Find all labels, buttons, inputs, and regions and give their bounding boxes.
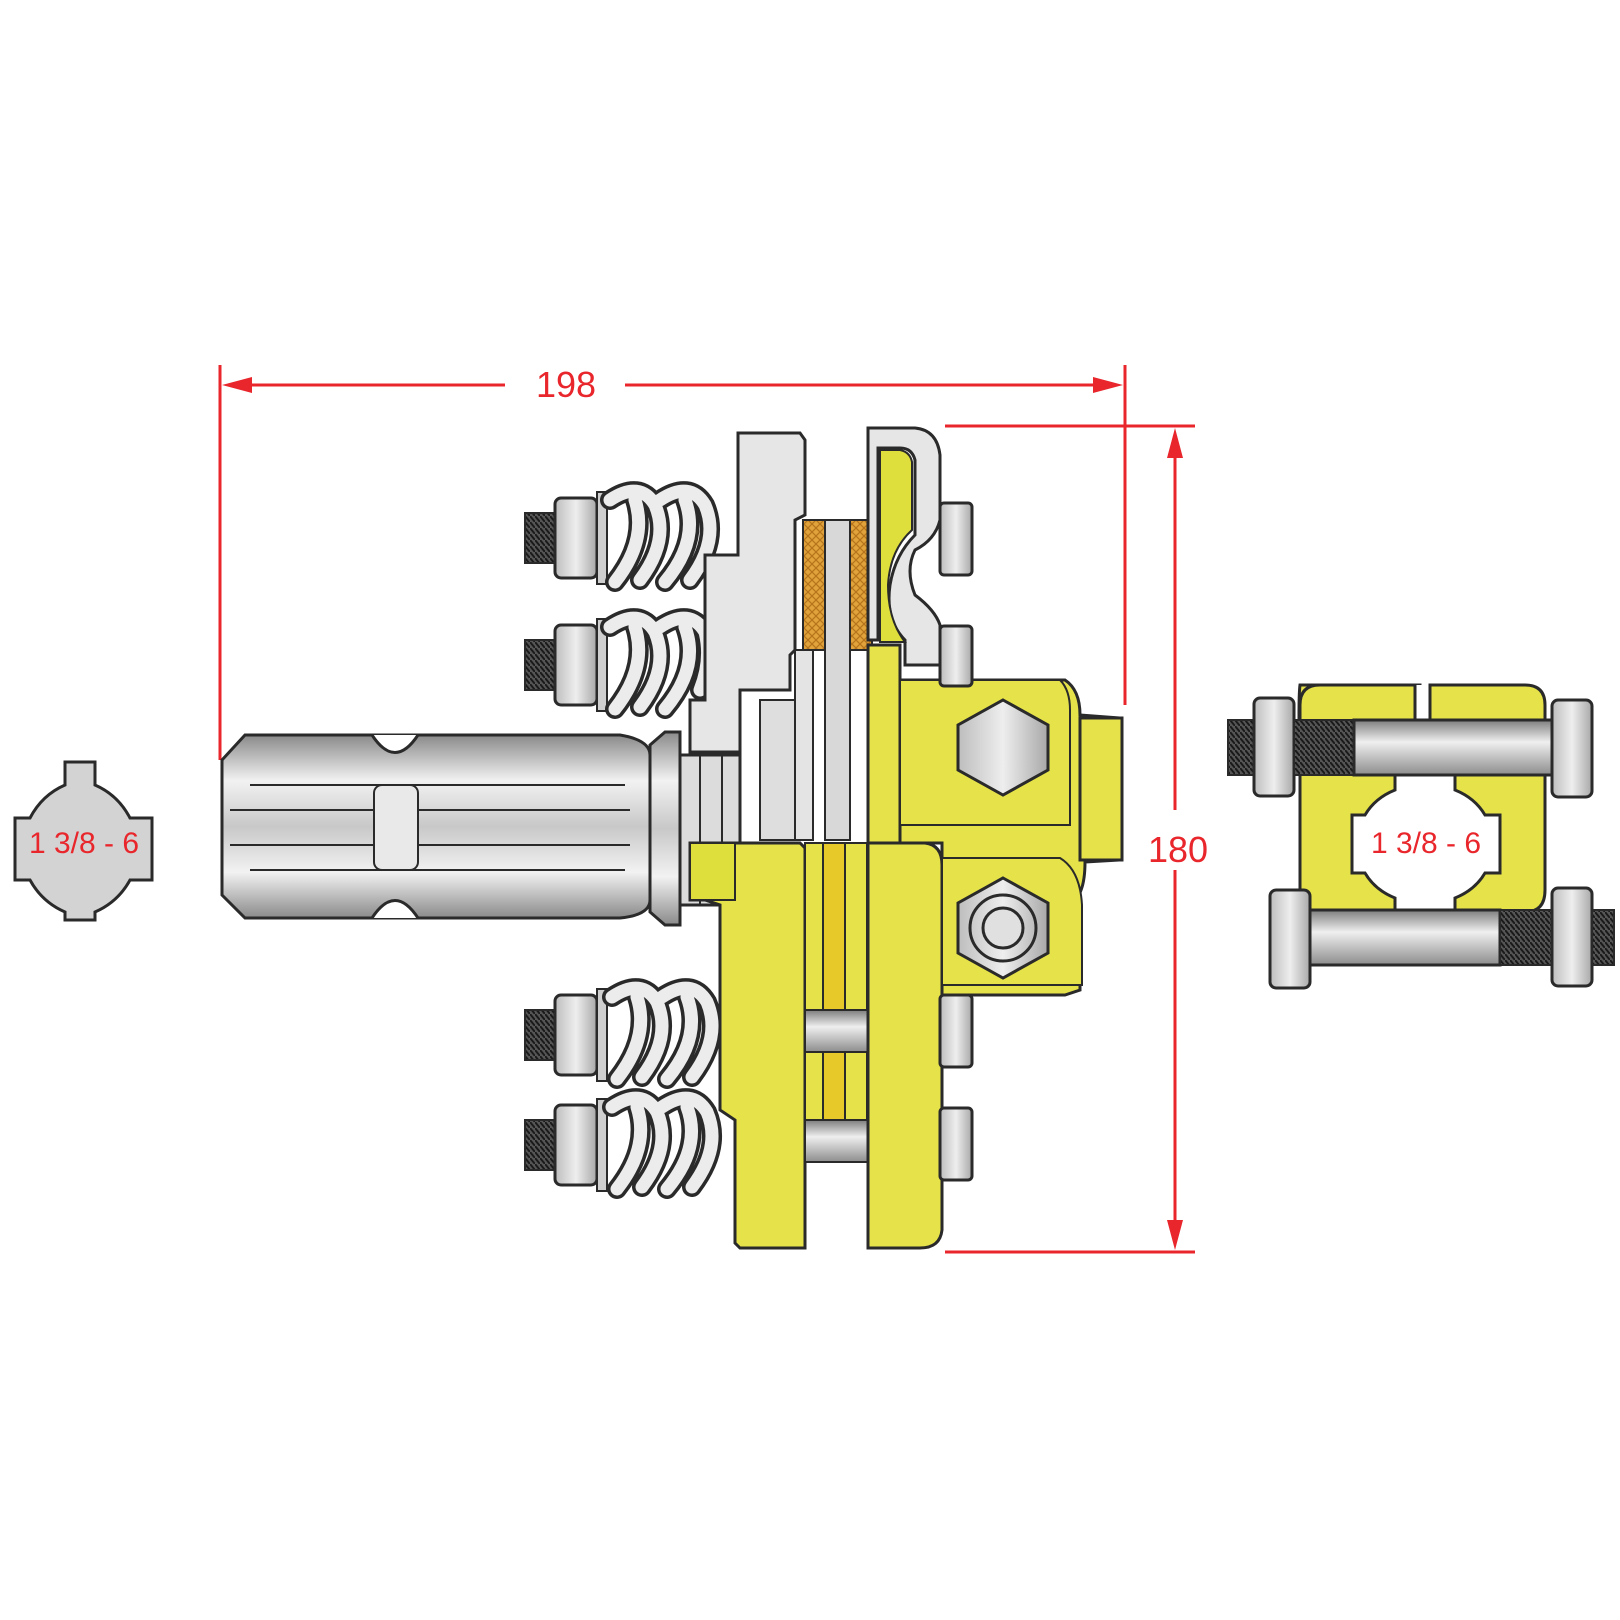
shaft-notch-top	[370, 734, 420, 754]
housing-bolt-1	[938, 501, 974, 577]
housing-bolt-3	[938, 993, 974, 1069]
width-label: 198	[536, 364, 596, 405]
height-arrow-bottom	[1167, 1220, 1183, 1250]
height-arrow-top	[1167, 428, 1183, 458]
spring-1-nut	[553, 496, 599, 580]
spring-assembly	[524, 481, 722, 1199]
width-arrow-left	[222, 377, 252, 393]
spring-1-washer	[596, 491, 608, 585]
housing-lower-flange	[866, 841, 944, 1250]
spring-3-coil-hi	[605, 981, 719, 1086]
clutch-housing	[866, 426, 1124, 1250]
spring-2-bolt-thread	[524, 639, 556, 691]
spring-3-bolt-thread	[524, 1009, 556, 1061]
yoke-end-upper-bolt-shank	[1352, 718, 1556, 777]
yoke-end-lower-bolt-head	[1268, 888, 1312, 990]
clutch-pack-lower	[804, 842, 871, 1163]
spring-2	[524, 608, 718, 719]
yoke-end-lower-bolt-thread-exposed	[1591, 909, 1615, 966]
spring-2-nut	[553, 623, 599, 707]
shaft-notch-bottom	[370, 899, 420, 919]
housing-top-yellow	[879, 449, 913, 643]
inner-ring-upper	[794, 649, 814, 841]
height-dimension: 180	[945, 424, 1208, 1254]
spring-4-bolt-thread	[524, 1119, 556, 1171]
width-dimension: 198	[218, 364, 1127, 760]
yoke-clamp-nut-ring	[968, 893, 1038, 963]
spring-4-coil-hi	[605, 1091, 719, 1196]
housing-bolt-4	[938, 1106, 974, 1182]
housing-bolts	[938, 501, 974, 1182]
housing-bolt-2	[938, 624, 974, 688]
inner-ring-upper-2	[759, 699, 796, 841]
spring-1	[524, 481, 720, 592]
spring-4	[524, 1088, 722, 1199]
shaft-body	[220, 733, 652, 920]
yoke-end-upper-bolt-thread-exposed	[1227, 719, 1256, 776]
yoke-end-upper-nut	[1252, 696, 1296, 798]
pressure-plate-upper-shape	[688, 431, 807, 754]
yoke-end-lower-bolt-shank	[1308, 908, 1502, 967]
spline-profile: 1 3/8 - 6	[13, 760, 154, 922]
spring-2-washer	[596, 618, 608, 712]
yoke-end-upper-bolt-thread	[1293, 719, 1355, 776]
friction-disc-1	[802, 519, 826, 651]
yoke-end-lower-bolt-thread	[1499, 909, 1553, 966]
yoke-end-lower-nut	[1550, 886, 1594, 988]
splined-shaft	[220, 730, 742, 927]
yoke-end-upper-bolt-head	[1550, 698, 1594, 799]
spring-4-nut	[553, 1103, 599, 1187]
lower-plate-3	[844, 842, 868, 1124]
spring-4-washer	[596, 1098, 608, 1192]
yoke-end-view: 1 3/8 - 6	[1227, 683, 1615, 990]
spring-1-bolt-thread	[524, 512, 556, 564]
yoke-clamp-bolt-end	[981, 906, 1025, 950]
clutch-plate-1	[824, 519, 851, 841]
yoke-end-spline-label: 1 3/8 - 6	[1371, 827, 1481, 860]
lower-spacer-bolt-1	[804, 1009, 871, 1053]
yellow-flange-left-hub	[689, 842, 736, 901]
yoke-clamp-bolt-head	[956, 698, 1050, 797]
spring-1-coil-hi	[603, 484, 717, 589]
pressure-plate-upper	[688, 431, 807, 754]
height-label: 180	[1148, 829, 1208, 870]
lower-spacer-bolt-2	[804, 1119, 871, 1163]
housing-main-flange	[866, 643, 902, 845]
shaft-notch-band	[373, 784, 419, 871]
spring-3-nut	[553, 993, 599, 1077]
spring-3-washer	[596, 988, 608, 1082]
spline-profile-label: 1 3/8 - 6	[29, 827, 139, 860]
shaft-collar	[648, 730, 682, 927]
spring-3	[524, 978, 722, 1089]
yoke-nose	[1078, 716, 1124, 862]
lower-plate-1	[804, 842, 824, 1124]
width-arrow-right	[1093, 377, 1123, 393]
lower-plate-2	[822, 842, 846, 1124]
spline-profile-shape	[13, 760, 154, 922]
